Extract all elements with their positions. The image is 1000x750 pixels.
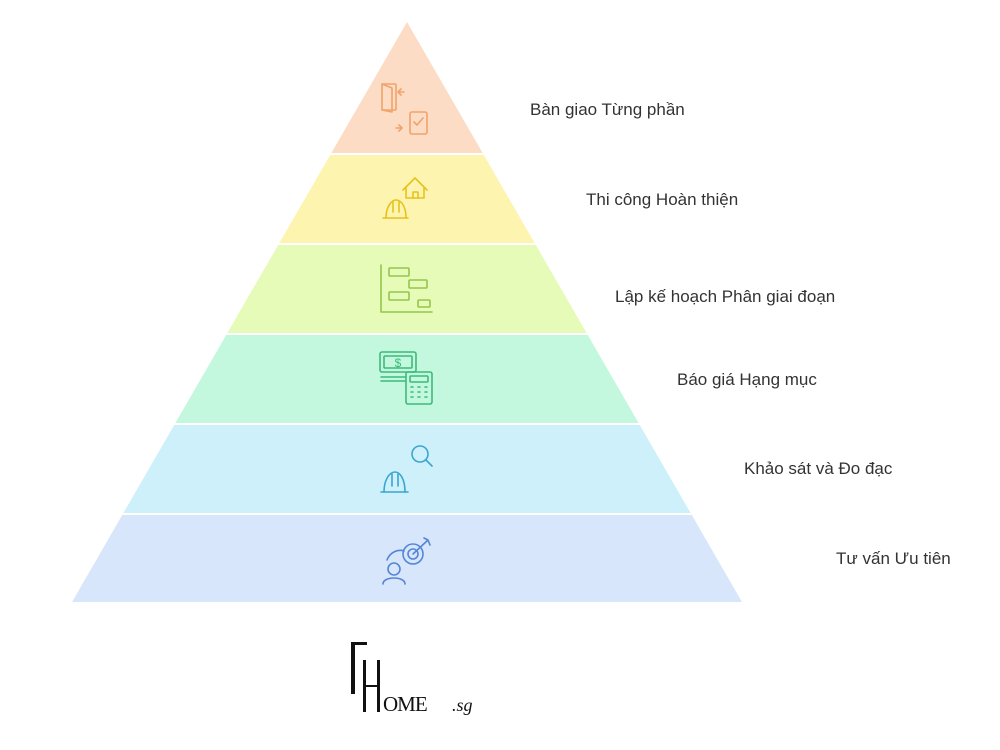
logo-word: OME [383,692,427,716]
hardhat-house-icon [382,177,428,219]
hardhat-search-icon [380,445,433,493]
handover-door-phone-icon [381,83,428,135]
level-label-6: Tư vấn Ưu tiên [836,549,951,568]
pyramid-level-4 [72,334,742,424]
svg-text:$: $ [395,356,402,370]
pyramid-level-5 [72,424,742,514]
level-label-2: Thi công Hoàn thiện [586,190,738,209]
pyramid-level-3 [72,244,742,334]
gantt-chart-icon [380,264,433,313]
fhome-logo: OME .sg [351,642,473,716]
level-label-4: Báo giá Hạng mục [677,370,817,389]
person-target-icon [382,537,431,585]
pyramid-level-6 [72,514,742,602]
pyramid-level-2 [72,154,742,244]
logo-suffix: .sg [452,695,473,715]
pyramid-level-1 [72,22,742,154]
money-calculator-icon: $ [379,351,433,405]
level-label-1: Bàn giao Từng phần [530,100,685,119]
level-label-5: Khảo sát và Đo đạc [744,459,893,478]
level-label-3: Lập kế hoạch Phân giai đoạn [615,287,835,306]
